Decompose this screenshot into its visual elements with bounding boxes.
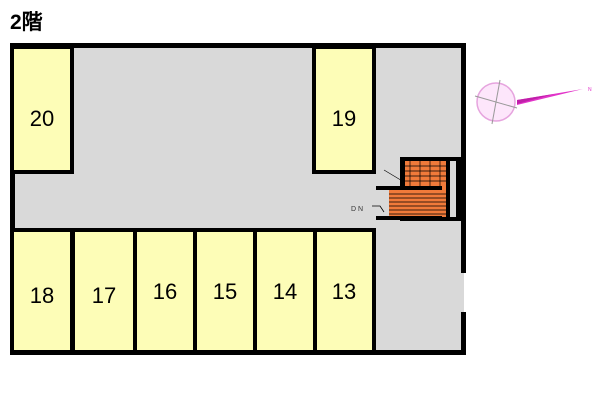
unit-17[interactable]: 17: [71, 228, 137, 354]
unit-15[interactable]: 15: [193, 228, 257, 354]
stair-label: D N: [351, 206, 363, 213]
unit-19[interactable]: 19: [312, 45, 376, 174]
unit-number: 15: [213, 279, 237, 304]
floor-label: 2階: [10, 11, 43, 34]
unit-13[interactable]: 13: [313, 228, 376, 354]
unit-number: 14: [273, 279, 297, 304]
unit-18[interactable]: 18: [10, 228, 74, 354]
staircase: [372, 157, 463, 221]
unit-16[interactable]: 16: [133, 228, 197, 354]
unit-number: 13: [332, 279, 356, 304]
unit-number: 17: [92, 283, 116, 308]
compass-icon: [474, 79, 583, 125]
unit-number: 19: [332, 106, 356, 131]
unit-14[interactable]: 14: [253, 228, 317, 354]
unit-number: 16: [153, 279, 177, 304]
unit-number: 20: [30, 106, 54, 131]
unit-20[interactable]: 20: [10, 45, 74, 174]
compass-north-label: N: [588, 87, 592, 93]
unit-number: 18: [30, 283, 54, 308]
interior-wall: [372, 228, 376, 353]
